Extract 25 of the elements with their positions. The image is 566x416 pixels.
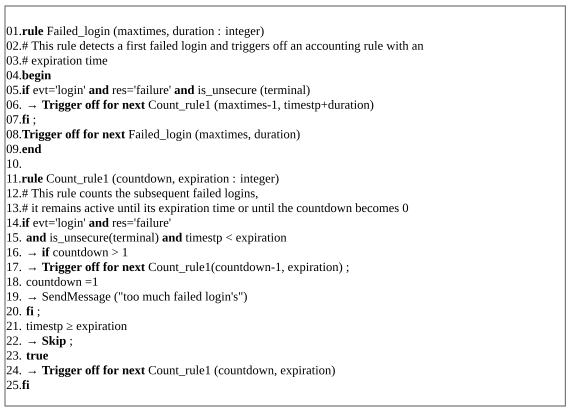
- code-line: 16. → if countdown > 1: [7, 247, 128, 256]
- code-line: 24. → Trigger off for next Count_rule1 (countdown, expiration): [6, 365, 335, 378]
- code-line: 02.# This rule detects a first failed login and triggers off an accounting rule with an: [6, 40, 424, 52]
- code-line: 03.# expiration time: [6, 56, 108, 68]
- code-line: 09.end: [6, 144, 42, 154]
- code-line: 12.# This rule counts the subsequent failed logins,: [7, 188, 258, 200]
- code-line: 15. and is_unsecure(terminal) and timestp < expiration: [7, 232, 286, 244]
- code-line: 25.fi: [6, 380, 30, 390]
- code-line: 08.Trigger off for next Failed_login (maxtimes, duration): [6, 129, 300, 142]
- code-line: 07.fi ;: [6, 114, 36, 126]
- code-line: 13.# it remains active until its expiration time or until the countdown becomes 0: [7, 203, 408, 215]
- code-line: 01.rule Failed_login (maxtimes, duration : integer): [6, 26, 264, 38]
- code-line: 23. true: [6, 351, 48, 360]
- code-line: 22. → Skip ;: [6, 336, 72, 348]
- code-line: 19. → SendMessage ("too much failed login's"): [7, 292, 247, 304]
- code-line: 05.if evt='login' and res='failure' and is_unsecure (terminal): [6, 85, 310, 97]
- code-line: 10.: [7, 159, 22, 168]
- code-line: 11.rule Count_rule1 (countdown, expiration : integer): [7, 174, 279, 186]
- code-line: 06. → Trigger off for next Count_rule1 (maxtimes-1, timestp+duration): [6, 100, 374, 112]
- code-line: 21. timestp ≥ expiration: [6, 322, 127, 333]
- code-line: 18. countdown =1: [7, 277, 98, 286]
- code-line: 14.if evt='login' and res='failure': [7, 218, 171, 230]
- code-line: 04.begin: [6, 70, 51, 82]
- code-line: 20. fi ;: [6, 306, 40, 318]
- code-line: 17. → Trigger off for next Count_rule1(countdown-1, expiration) ;: [7, 262, 348, 274]
